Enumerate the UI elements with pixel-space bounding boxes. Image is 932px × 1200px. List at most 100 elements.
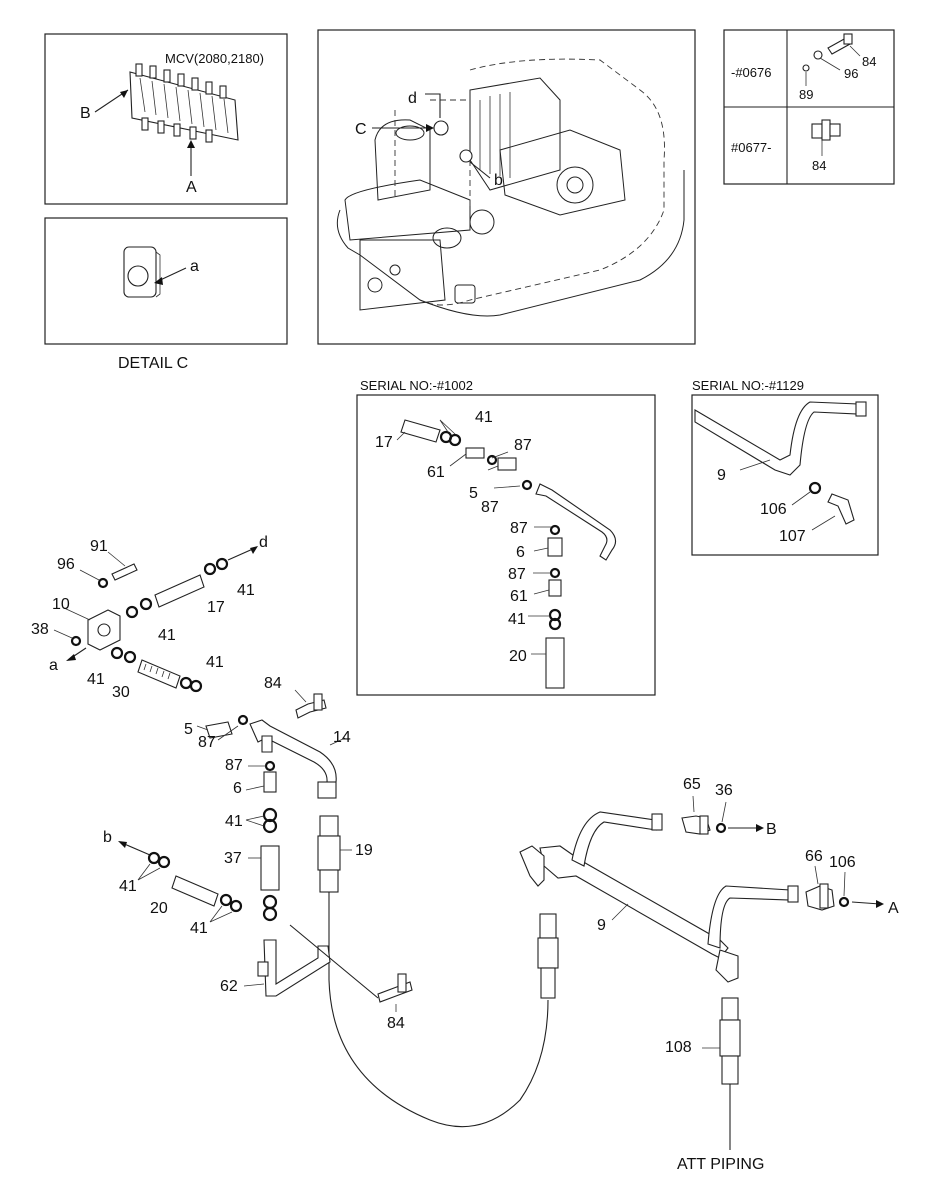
machine-label-c: C (355, 121, 367, 138)
s1002-label-87c: 87 (510, 520, 528, 537)
main-labels: 91 96 d 41 10 17 41 38 a 41 41 30 84 5 8… (31, 534, 899, 1173)
part-20 (171, 875, 219, 907)
pipe-9 (539, 845, 729, 959)
label-20: 20 (150, 900, 168, 917)
label-9: 9 (597, 917, 606, 934)
label-41-b: 41 (158, 627, 176, 644)
machine-label-b: b (494, 172, 503, 189)
machine-seat-back (374, 119, 431, 201)
serial-row-2-parts (811, 119, 841, 156)
arrow-a-head (187, 140, 195, 148)
label-106: 106 (829, 854, 856, 871)
machine-port-b (459, 149, 473, 163)
machine-pump (499, 129, 626, 216)
hose-108 (719, 1019, 741, 1057)
serial-1002-frame (356, 394, 656, 696)
main-exploded-view (53, 546, 884, 1150)
s1002-part-6 (547, 537, 563, 557)
label-84-b: 84 (387, 1015, 405, 1032)
s1002-label-41b: 41 (508, 611, 526, 628)
label-41-f: 41 (119, 878, 137, 895)
serial-1129-title: SERIAL NO:-#1129 (692, 378, 804, 393)
machine-bracket (359, 239, 446, 311)
detail-c-label-a: a (190, 258, 199, 275)
washer-96 (97, 577, 109, 589)
label-84-a: 84 (264, 675, 282, 692)
hose-17 (154, 574, 205, 608)
serial-table: -#0676 #0677- 84 96 89 84 (723, 29, 895, 185)
label-108: 108 (665, 1039, 692, 1056)
oring-36 (715, 822, 727, 834)
bolt-84-lower (377, 981, 413, 1003)
s1002-pipe (535, 483, 617, 561)
label-87-a: 87 (198, 734, 216, 751)
s1002-label-17: 17 (375, 434, 393, 451)
machine-seat (344, 179, 471, 241)
part-6 (263, 771, 277, 793)
s1002-part-61 (548, 579, 562, 597)
label-41-d: 41 (87, 671, 105, 688)
mcv-panel-frame (44, 33, 288, 205)
serial-1129-frame (691, 394, 879, 556)
mcv-title: MCV(2080,2180) (165, 51, 264, 66)
s1002-nipple-5 (497, 457, 517, 471)
mcv-label-a: A (186, 179, 197, 196)
part-37 (260, 845, 280, 891)
label-65: 65 (683, 776, 701, 793)
hose-loop (328, 892, 549, 1128)
label-30: 30 (112, 684, 130, 701)
label-91: 91 (90, 538, 108, 555)
machine-panel: d C b (317, 29, 696, 345)
machine-label-d: d (408, 90, 417, 107)
label-A: A (888, 900, 899, 917)
label-96: 96 (57, 556, 75, 573)
bolt-91 (111, 563, 138, 581)
label-17: 17 (207, 599, 225, 616)
hose-19 (317, 835, 341, 871)
serial-row-1-parts (802, 33, 861, 86)
mcv-valve-illustration (129, 63, 239, 143)
label-b: b (103, 829, 112, 846)
att-piping-caption: ATT PIPING (677, 1156, 764, 1173)
label-B: B (766, 821, 777, 838)
serial-part-84-b: 84 (812, 158, 826, 173)
s1002-label-5: 5 (469, 485, 478, 502)
label-41-e: 41 (225, 813, 243, 830)
label-5: 5 (184, 721, 193, 738)
label-87-b: 87 (225, 757, 243, 774)
serial-1002-panel: 17 41 61 87 5 87 87 6 87 61 41 20 (356, 394, 656, 696)
detail-c-frame (44, 217, 288, 345)
mcv-panel: MCV(2080,2180) B A (44, 33, 288, 205)
serial-part-89: 89 (799, 87, 813, 102)
serial-row-1: -#0676 (731, 65, 771, 80)
s1002-adapter-61 (465, 447, 485, 459)
label-66: 66 (805, 848, 823, 865)
machine-hood-outline (419, 58, 665, 306)
label-41-a: 41 (237, 582, 255, 599)
s1002-label-20: 20 (509, 648, 527, 665)
pipe-14 (249, 719, 337, 793)
machine-frame (317, 29, 696, 345)
s1129-label-107: 107 (779, 528, 806, 545)
s1129-label-9: 9 (717, 467, 726, 484)
label-d: d (259, 534, 268, 551)
machine-cap-2 (469, 209, 495, 235)
s1002-label-6: 6 (516, 544, 525, 561)
s1002-part-20 (545, 637, 565, 689)
label-19: 19 (355, 842, 373, 859)
s1129-label-106: 106 (760, 501, 787, 518)
serial-1002-title: SERIAL NO:-#1002 (360, 378, 473, 393)
oring-38 (70, 635, 82, 647)
serial-1129-panel: 9 106 107 (691, 394, 879, 556)
pipe-62 (263, 939, 331, 997)
serial-part-96: 96 (844, 66, 858, 81)
s1002-label-87b: 87 (481, 499, 499, 516)
arrow-b-head (120, 90, 128, 98)
s1002-label-61: 61 (427, 464, 445, 481)
detail-c-caption: DETAIL C (118, 355, 188, 372)
machine-base-outline (336, 170, 685, 317)
serial-part-84-a: 84 (862, 54, 876, 69)
s1002-hose-17 (400, 419, 441, 443)
serial-row-2: #0677- (731, 140, 771, 155)
